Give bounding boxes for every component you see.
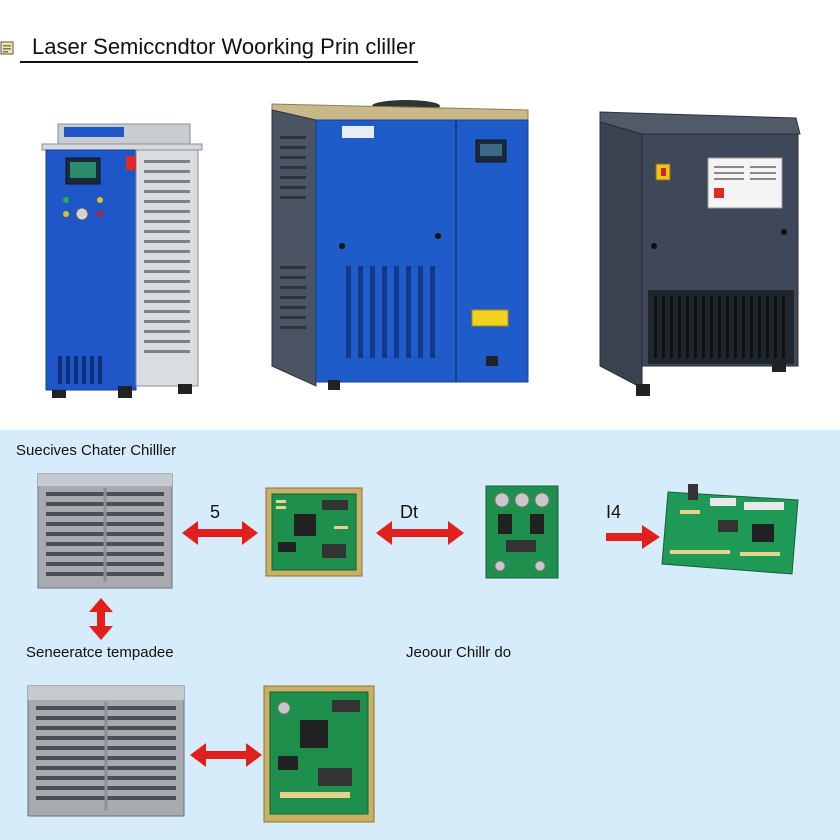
chiller-unit-large-image [271, 100, 529, 390]
document-icon [0, 41, 14, 55]
double-arrow-1 [182, 521, 258, 545]
pcb-board-1-image [265, 487, 363, 577]
page-title: Laser Semiccndtor Woorking Prin cliller [20, 34, 418, 63]
right-arrow [606, 525, 660, 549]
pcb-board-3-image [661, 484, 799, 575]
pcb-board-2-image [485, 485, 559, 579]
arrow-label-3: I4 [606, 502, 622, 522]
double-arrow-2 [376, 521, 464, 545]
radiator-unit-bottom-image [27, 685, 185, 817]
chiller-unit-small-image [41, 123, 203, 398]
pcb-board-4-image [263, 685, 375, 823]
left-label: Seneeratce tempadee [26, 644, 174, 661]
arrow-label-2: Dt [400, 502, 418, 522]
vertical-double-arrow [89, 598, 113, 640]
section-label: Suecives Chater Chilller [16, 442, 177, 459]
arrow-label-1: 5 [210, 502, 221, 522]
center-label: Jeoour Chillr do [406, 644, 512, 661]
radiator-unit-top-image [37, 473, 173, 589]
double-arrow-3 [190, 743, 262, 767]
chiller-unit-dark-image [599, 111, 801, 396]
